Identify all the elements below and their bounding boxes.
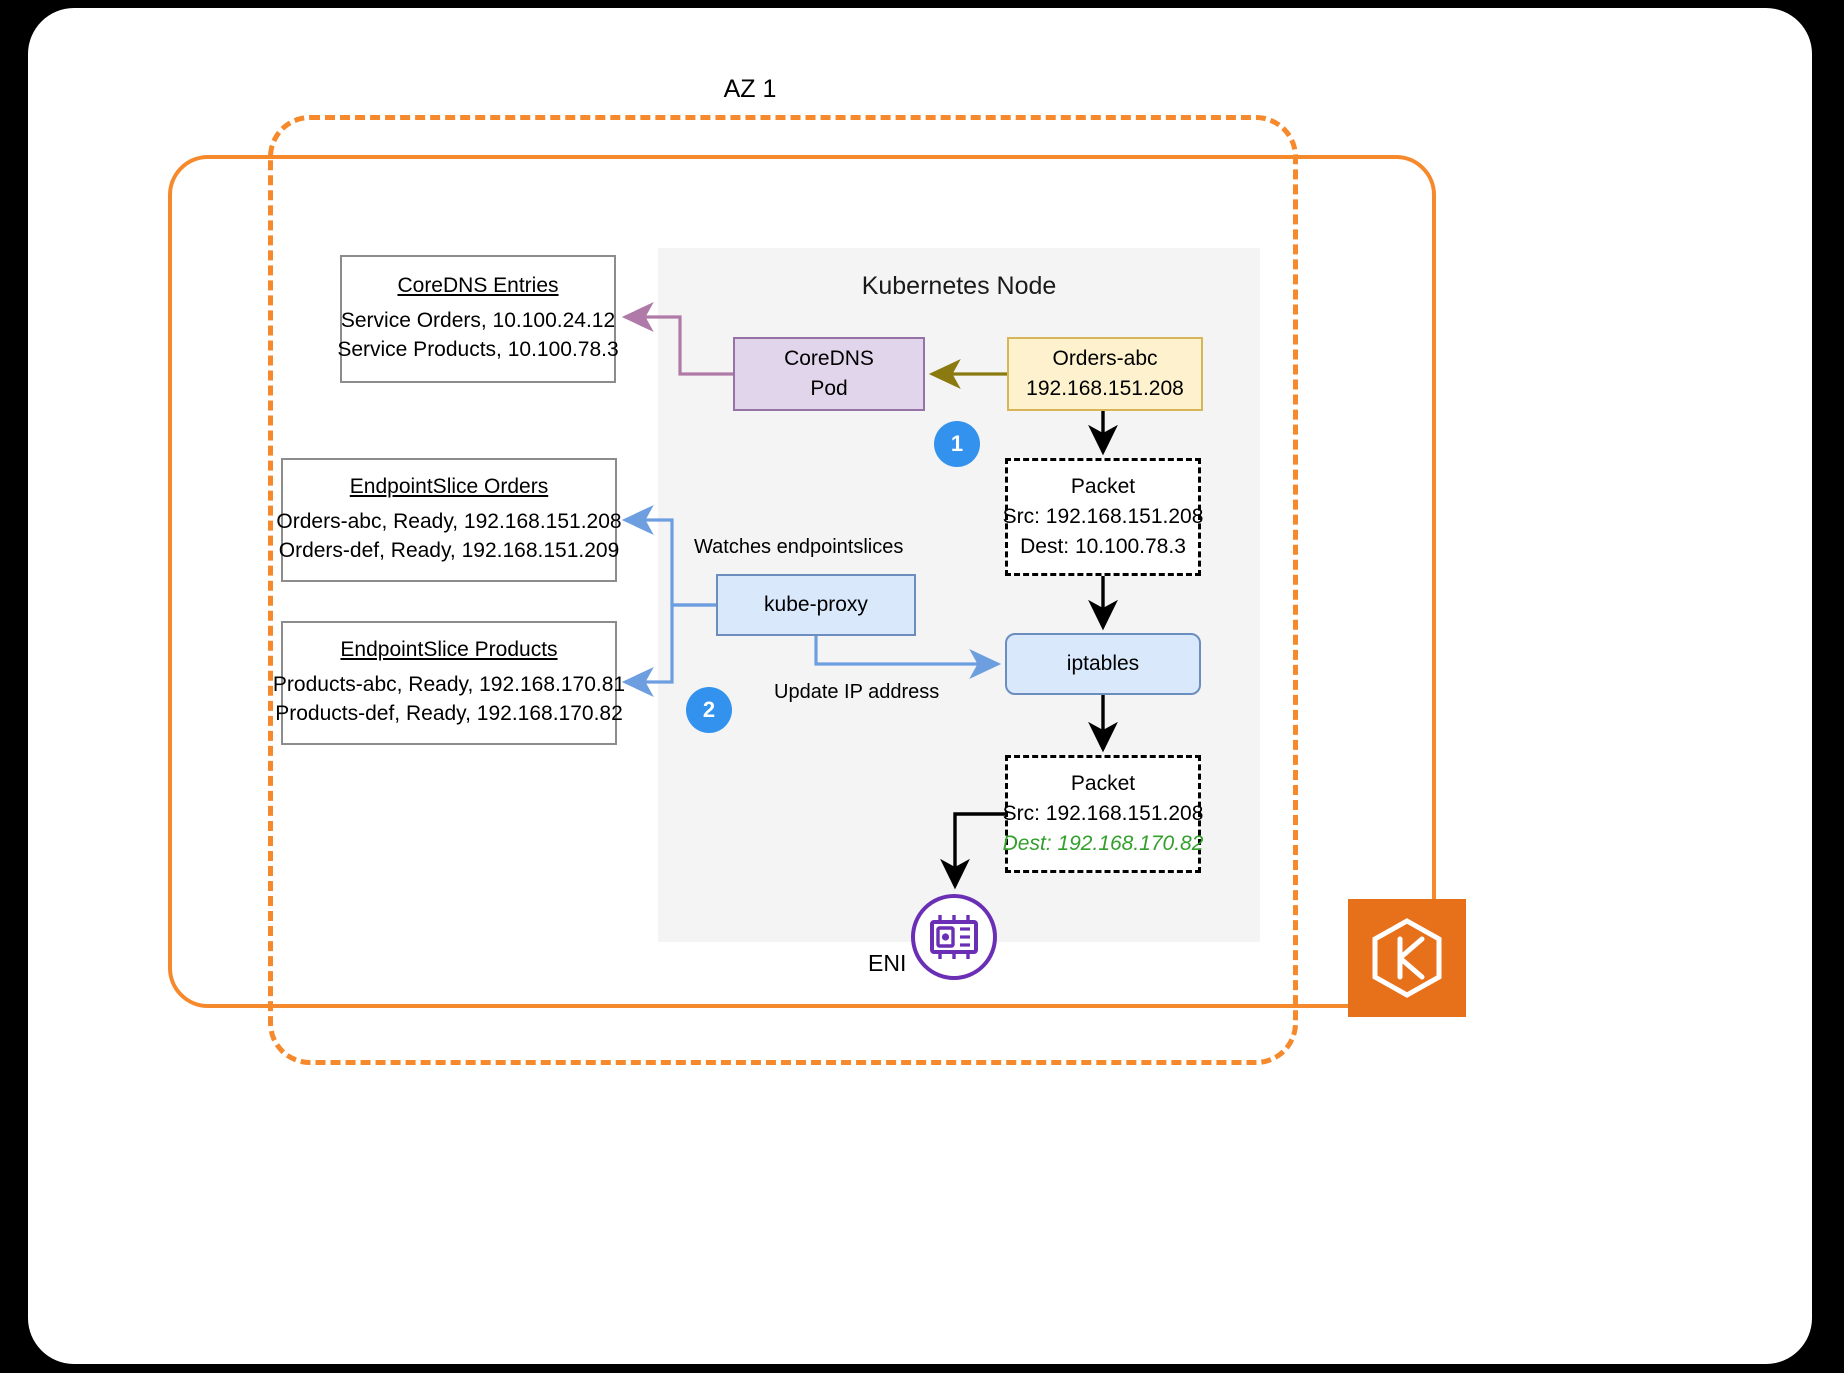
coredns-entries-line-1: Service Orders, 10.100.24.12 xyxy=(340,308,616,332)
packet-after-nat-box: Packet Src: 192.168.151.208 Dest: 192.16… xyxy=(1002,755,1204,873)
orders-abc-pod-box: Orders-abc 192.168.151.208 xyxy=(1007,337,1203,411)
coredns-entries-box: CoreDNS Entries Service Orders, 10.100.2… xyxy=(337,255,619,383)
packet-after-nat-dest: Dest: 192.168.170.82 xyxy=(1002,831,1204,855)
packet-before-nat-src: Src: 192.168.151.208 xyxy=(1002,505,1204,529)
endpointslice-products-line-1: Products-abc, Ready, 192.168.170.81 xyxy=(272,672,626,696)
coredns-entries-line-2: Service Products, 10.100.78.3 xyxy=(337,337,619,361)
packet-before-nat-dest: Dest: 10.100.78.3 xyxy=(1020,534,1186,558)
az-label: AZ 1 xyxy=(723,75,777,103)
endpointslice-orders-title: EndpointSlice Orders xyxy=(349,474,549,498)
endpointslice-products-title: EndpointSlice Products xyxy=(340,637,558,661)
subnet-boundary-solid xyxy=(168,155,1436,1008)
endpointslice-orders-line-2: Orders-def, Ready, 192.168.151.209 xyxy=(278,538,620,562)
packet-after-nat-src: Src: 192.168.151.208 xyxy=(1002,802,1204,826)
watches-endpointslices-label: Watches endpointslices xyxy=(694,536,904,558)
coredns-pod-line-2: Pod xyxy=(810,377,848,400)
orders-abc-pod-ip: 192.168.151.208 xyxy=(1026,377,1184,400)
eni-label: ENI xyxy=(868,950,907,976)
packet-after-nat-title: Packet xyxy=(1070,772,1136,796)
iptables-label: iptables xyxy=(1066,652,1140,675)
kubernetes-node-title: Kubernetes Node xyxy=(861,272,1057,300)
iptables-box: iptables xyxy=(1005,633,1201,695)
aws-eks-logo-icon xyxy=(1348,899,1466,1017)
update-ip-address-label: Update IP address xyxy=(774,681,940,703)
endpointslice-products-box: EndpointSlice Products Products-abc, Rea… xyxy=(273,621,625,745)
step-badge-2: 2 xyxy=(686,687,732,733)
coredns-pod-box: CoreDNS Pod xyxy=(733,337,925,411)
kube-proxy-box: kube-proxy xyxy=(716,574,916,636)
endpointslice-orders-box: EndpointSlice Orders Orders-abc, Ready, … xyxy=(276,458,622,582)
kube-proxy-label: kube-proxy xyxy=(764,593,868,616)
eni-network-interface-icon xyxy=(911,894,997,980)
packet-before-nat-box: Packet Src: 192.168.151.208 Dest: 10.100… xyxy=(1002,458,1204,576)
endpointslice-products-line-2: Products-def, Ready, 192.168.170.82 xyxy=(275,701,623,725)
coredns-entries-title: CoreDNS Entries xyxy=(397,273,559,297)
vpc-boundary-dashed xyxy=(268,115,1298,1065)
step-badge-1: 1 xyxy=(934,421,980,467)
orders-abc-pod-name: Orders-abc xyxy=(1052,346,1158,370)
coredns-pod-line-1: CoreDNS xyxy=(784,346,874,370)
packet-before-nat-title: Packet xyxy=(1070,475,1136,499)
endpointslice-orders-line-1: Orders-abc, Ready, 192.168.151.208 xyxy=(276,509,622,533)
